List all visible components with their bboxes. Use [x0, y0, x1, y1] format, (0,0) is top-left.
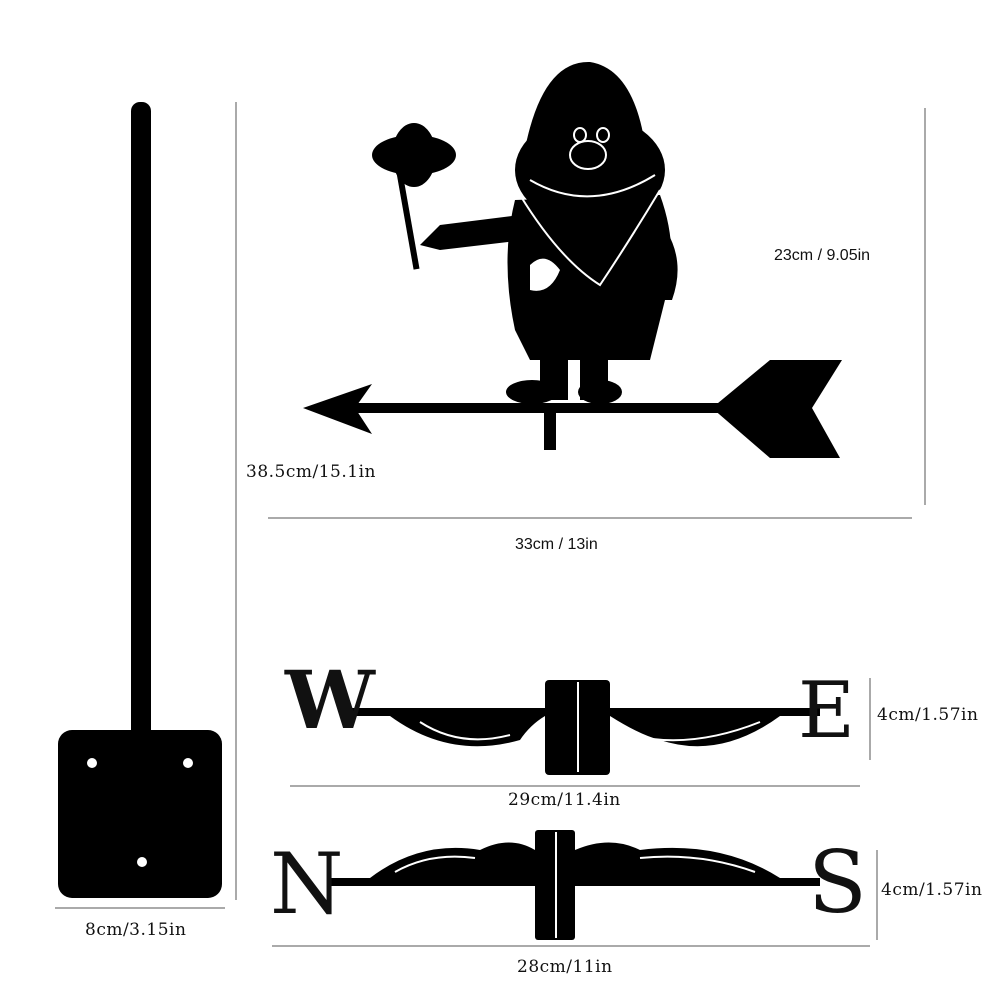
we-width-label: 29cm/11.4in: [508, 790, 621, 810]
letter-west: W: [285, 653, 376, 747]
gnome-figure: [303, 61, 842, 458]
base-plate: [58, 730, 222, 898]
gnome-height-label: 23cm / 9.05in: [774, 247, 871, 264]
base-width-label: 8cm/3.15in: [85, 920, 187, 940]
letter-south: S: [808, 833, 868, 933]
ns-width-label: 28cm/11in: [517, 957, 613, 977]
dimension-lines: [55, 102, 926, 947]
ns-height-label: 4cm/1.57in: [881, 880, 983, 900]
letter-east: E: [798, 666, 856, 756]
total-height-label: 38.5cm/15.1in: [246, 462, 376, 482]
letter-north: N: [270, 835, 344, 933]
north-south-direction-bar: [330, 830, 820, 940]
gnome-face-details: [519, 127, 661, 287]
we-height-label: 4cm/1.57in: [877, 705, 979, 725]
west-east-direction-bar: [340, 680, 820, 775]
heart-cutout: [530, 258, 560, 291]
mounting-stake: [58, 102, 222, 898]
gnome-width-label: 33cm / 13in: [515, 536, 598, 553]
